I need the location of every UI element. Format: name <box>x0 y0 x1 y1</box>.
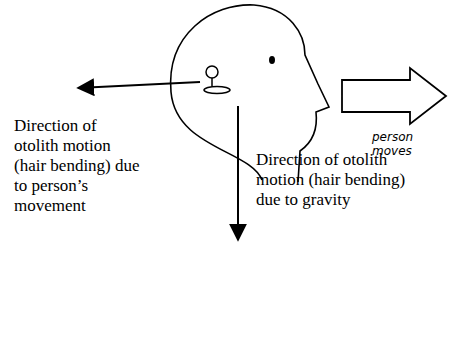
otolith-motion-note: Direction of otolith motion (hair bendin… <box>14 116 144 216</box>
otolith <box>206 66 218 78</box>
hair-cell-stalk <box>211 78 213 86</box>
eye <box>269 56 275 64</box>
gravity-arrow <box>237 106 239 240</box>
gravity-note: Direction of otolith motion (hair bendin… <box>256 150 416 210</box>
hair-cell-base <box>204 87 230 94</box>
movement-block-arrow <box>342 68 446 124</box>
movement-note: person moves <box>372 130 428 158</box>
motion-arrow <box>78 82 200 88</box>
